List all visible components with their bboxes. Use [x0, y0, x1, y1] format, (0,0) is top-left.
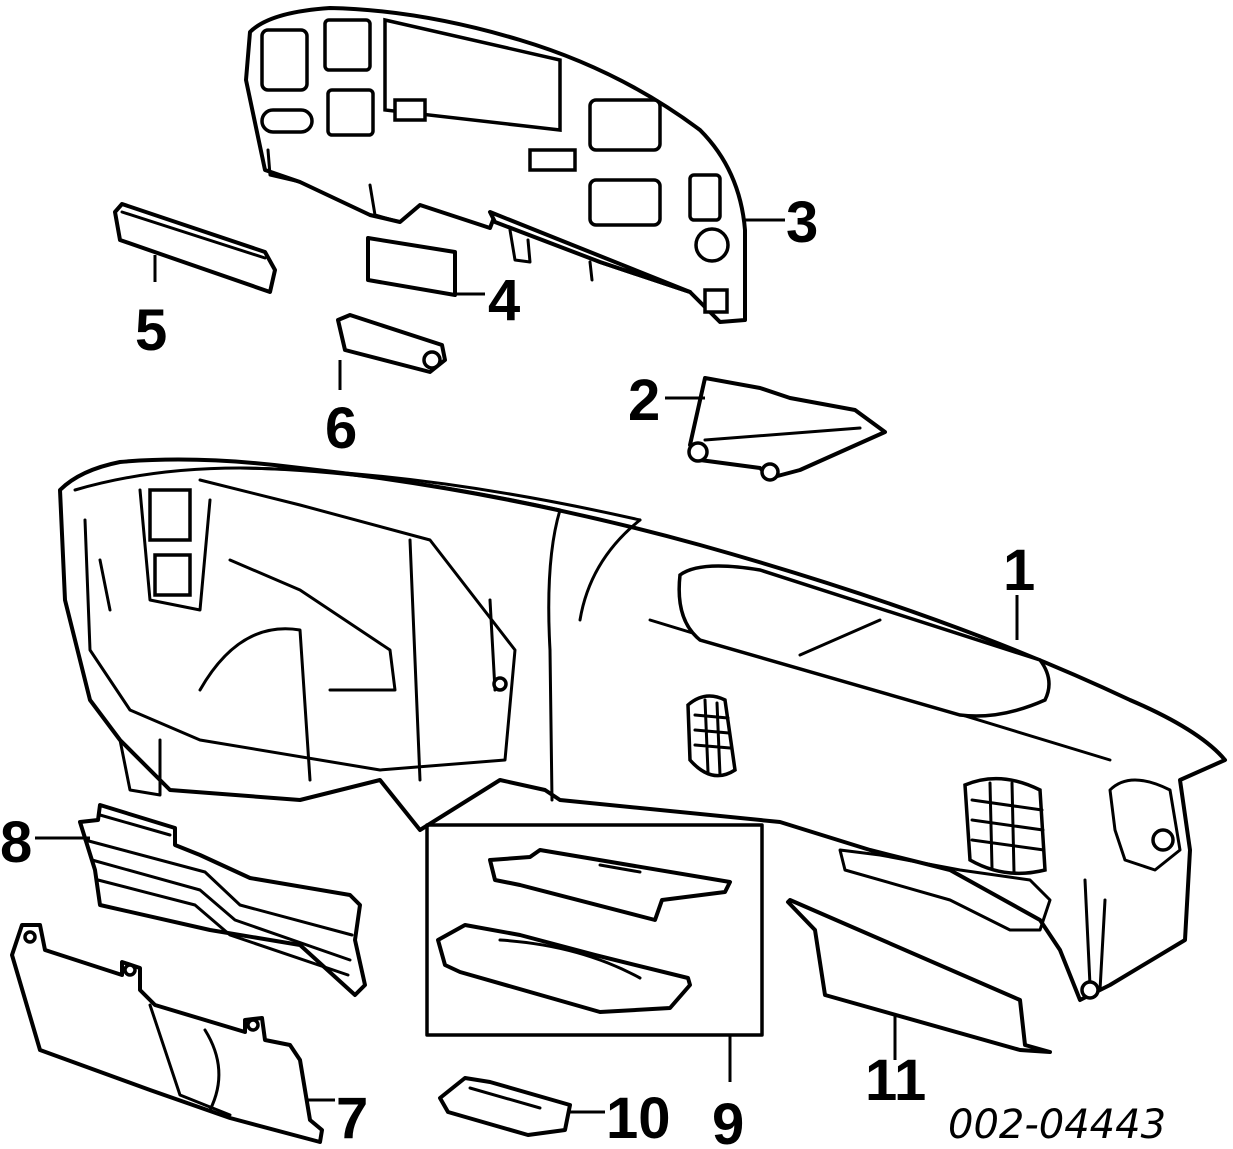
callout-4: 4: [488, 268, 520, 333]
callout-labels: 3 4 5 6 2 1 8 7 10 9 11: [0, 190, 1035, 1149]
callout-11: 11: [865, 1048, 926, 1113]
callout-1: 1: [1003, 538, 1035, 603]
part-5-trim-strip: [113, 202, 277, 294]
callout-7: 7: [336, 1086, 368, 1149]
part-2-module: [687, 376, 887, 482]
callout-9: 9: [712, 1092, 744, 1149]
callout-5: 5: [135, 298, 167, 363]
part-1-instrument-panel: [58, 457, 1227, 1002]
part-8-lower-trim: [78, 803, 367, 997]
callout-8: 8: [0, 810, 32, 875]
callout-2: 2: [628, 368, 660, 433]
leader-lines: [35, 218, 1019, 1114]
catalog-number: 002-04443: [948, 1102, 1166, 1148]
part-9-storage-bin-assembly: [425, 823, 764, 1037]
part-4-small-panel: [366, 236, 457, 297]
part-3-cluster-bezel: [244, 6, 747, 324]
callout-10: 10: [606, 1086, 671, 1149]
part-11-lower-cover: [786, 898, 1052, 1054]
part-6-switch-housing: [336, 313, 447, 374]
part-10-small-tray: [438, 1076, 572, 1137]
callout-6: 6: [325, 396, 357, 461]
callout-3: 3: [786, 190, 818, 255]
part-7-knee-bolster: [10, 923, 324, 1144]
